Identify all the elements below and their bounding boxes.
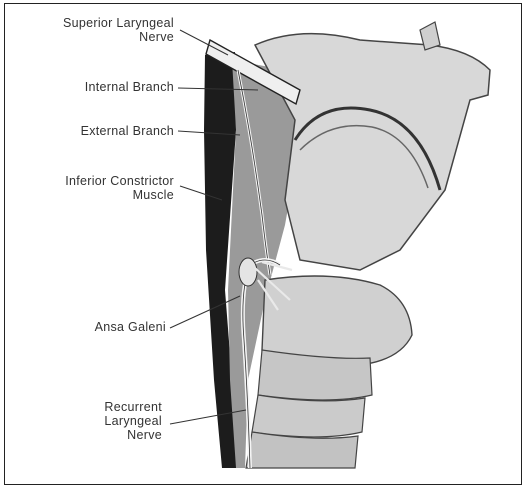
tracheal-ring (252, 395, 365, 437)
label-ansa-galeni: Ansa Galeni (14, 320, 166, 334)
label-internal-branch: Internal Branch (14, 80, 174, 94)
label-external-branch: External Branch (14, 124, 174, 138)
label-inferior-constrictor-muscle: Inferior Constrictor Muscle (14, 174, 174, 202)
ansa-galeni-junction (239, 258, 257, 286)
label-superior-laryngeal-nerve: Superior Laryngeal Nerve (14, 16, 174, 44)
tracheal-ring (246, 432, 358, 468)
cricoid-cartilage (262, 276, 412, 365)
label-recurrent-laryngeal-nerve: Recurrent Laryngeal Nerve (14, 400, 162, 442)
leader-superior-laryngeal (180, 30, 228, 55)
